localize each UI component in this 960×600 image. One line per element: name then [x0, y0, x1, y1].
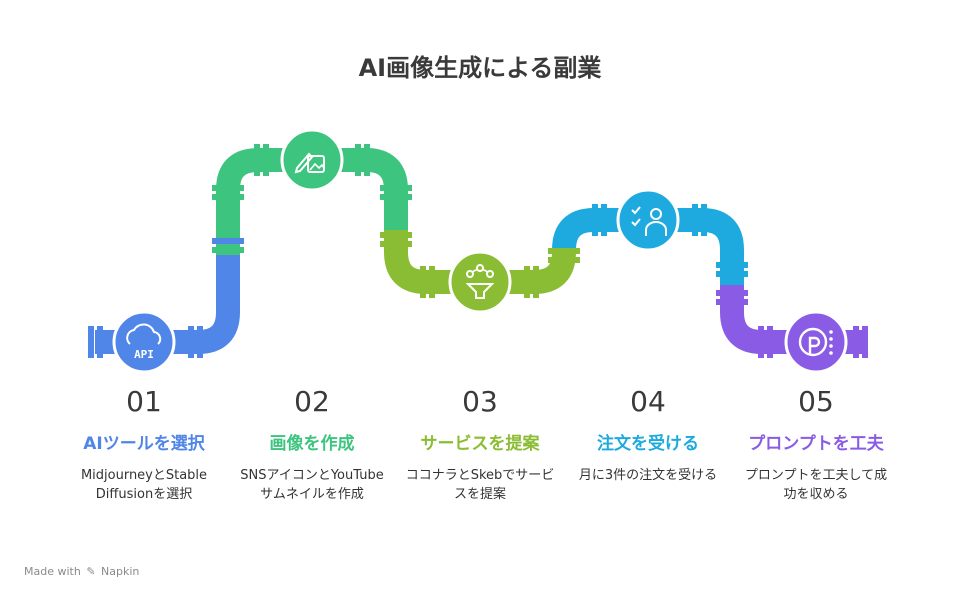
cloud-api-icon: API — [112, 310, 176, 374]
step-title: 画像を作成 — [269, 434, 355, 454]
step-description: MidjourneyとStable Diffusionを選択 — [80, 468, 208, 502]
step-description: ココナラとSkebでサービスを提案 — [405, 468, 555, 502]
step-title: プロンプトを工夫 — [748, 434, 884, 454]
pencil-image-icon — [280, 128, 344, 192]
page-title: AI画像生成による副業 — [358, 54, 602, 82]
footer-prefix: Made with — [24, 565, 81, 578]
step-2: 02 画像を作成 SNSアイコンとYouTubeサムネイルを作成 — [237, 385, 387, 504]
step-number: 04 — [630, 385, 666, 418]
step-description: 月に3件の注文を受ける — [578, 468, 718, 483]
napkin-logo-icon: ✎ — [86, 565, 96, 578]
pipe-flanges — [88, 144, 868, 358]
step-number: 02 — [294, 385, 330, 418]
step-3: 03 サービスを提案 ココナラとSkebでサービスを提案 — [405, 385, 555, 504]
svg-text:API: API — [134, 348, 154, 361]
step-description: プロンプトを工夫して成功を収める — [744, 468, 888, 502]
step-title: 注文を受ける — [597, 434, 699, 454]
step-title: サービスを提案 — [420, 434, 540, 454]
footer: Made with ✎ Napkin — [24, 565, 139, 578]
step-5: 05 プロンプトを工夫 プロンプトを工夫して成功を収める — [741, 385, 891, 504]
prompt-p-icon — [784, 310, 848, 374]
step-1: 01 AIツールを選択 MidjourneyとStable Diffusionを… — [69, 385, 219, 504]
step-number: 05 — [798, 385, 834, 418]
footer-brand: Napkin — [101, 565, 140, 578]
step-title: AIツールを選択 — [83, 434, 205, 454]
step-description: SNSアイコンとYouTubeサムネイルを作成 — [240, 468, 384, 502]
person-checklist-icon — [616, 188, 680, 252]
step-4: 04 注文を受ける 月に3件の注文を受ける — [573, 385, 723, 485]
step-number: 01 — [126, 385, 162, 418]
step-number: 03 — [462, 385, 498, 418]
funnel-network-icon — [448, 250, 512, 314]
